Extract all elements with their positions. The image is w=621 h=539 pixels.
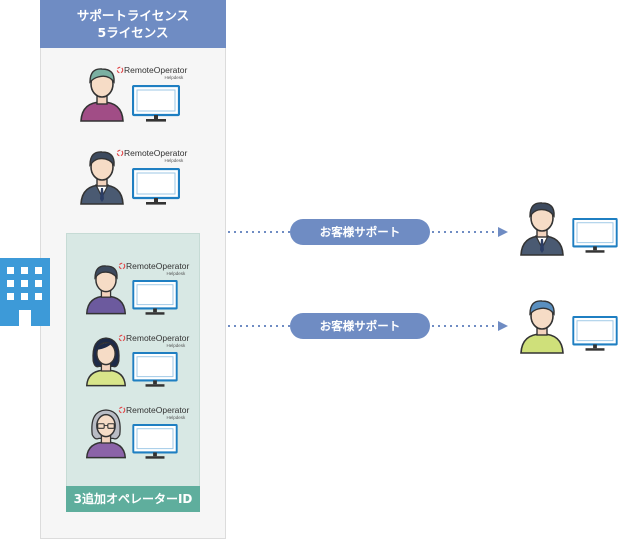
operator-avatar-icon (85, 265, 127, 315)
additional-operators-label: 3追加オペレーターID (66, 486, 200, 512)
customer-2 (518, 296, 618, 356)
monitor-icon (132, 424, 178, 460)
operator-avatar-icon (85, 337, 127, 387)
office-building-icon (0, 258, 50, 326)
customer-1 (518, 198, 618, 258)
customer-avatar-icon (520, 202, 564, 256)
license-panel-header: サポートライセンス 5ライセンス (40, 0, 226, 48)
monitor-icon (132, 85, 180, 123)
customer-support-label-2: お客様サポート (290, 313, 430, 339)
monitor-icon (132, 280, 178, 316)
remoteoperator-logo-icon (118, 262, 126, 270)
support-arrow-1 (228, 227, 508, 237)
customer-support-label-1: お客様サポート (290, 219, 430, 245)
support-arrow-2 (228, 321, 508, 331)
remoteoperator-logo-icon (116, 66, 124, 74)
license-title-line1: サポートライセンス (76, 8, 190, 23)
remoteoperator-logo-icon (116, 149, 124, 157)
monitor-icon (572, 316, 618, 352)
monitor-icon (132, 352, 178, 388)
operator-avatar-icon (80, 68, 124, 122)
operator-avatar-icon (80, 151, 124, 205)
monitor-icon (132, 168, 180, 206)
remoteoperator-logo-icon (118, 334, 126, 342)
operator-avatar-icon (85, 409, 127, 459)
license-title-line2: 5ライセンス (97, 25, 169, 40)
remoteoperator-logo-icon (118, 406, 126, 414)
customer-avatar-icon (520, 300, 564, 354)
monitor-icon (572, 218, 618, 254)
